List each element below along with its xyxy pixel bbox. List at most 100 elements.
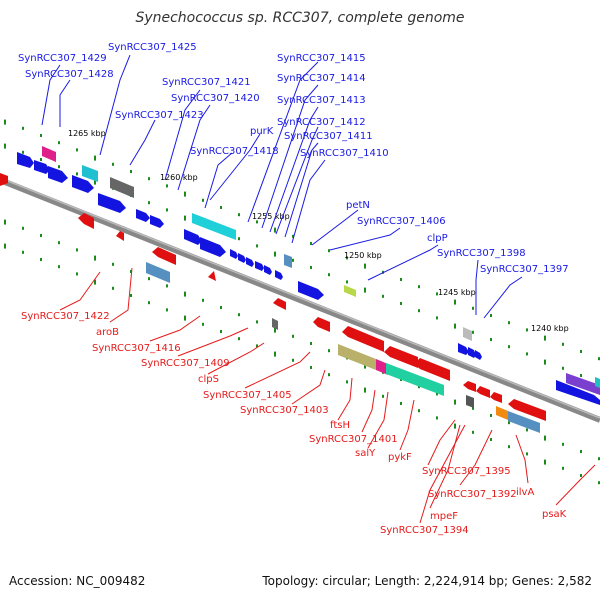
bottom-leader-lines — [59, 267, 596, 524]
gene-arrow — [255, 261, 264, 271]
scale-label: 1265 kbp — [68, 129, 106, 138]
gene-arrow — [184, 229, 202, 245]
tick-mark — [202, 322, 204, 326]
tick-mark — [112, 162, 114, 166]
tick-mark — [274, 327, 276, 333]
tick-mark — [256, 344, 258, 348]
top-gene-labels: SynRCC307_1429 SynRCC307_1428 SynRCC307_… — [18, 42, 569, 275]
gene-arrow — [98, 193, 126, 213]
tick-mark — [292, 334, 294, 338]
tick-mark — [526, 352, 528, 356]
gene-label: SynRCC307_1403 — [240, 405, 329, 416]
gene-label: clpP — [427, 233, 448, 244]
tick-mark — [490, 438, 492, 441]
tick-mark — [22, 250, 24, 254]
tick-mark — [598, 357, 600, 361]
tick-mark — [22, 126, 24, 130]
tick-mark — [184, 315, 186, 321]
tick-mark — [58, 265, 60, 269]
scale-label: 1245 kbp — [438, 288, 476, 297]
tick-mark — [76, 248, 78, 252]
tick-mark — [148, 177, 150, 181]
tick-mark — [274, 227, 276, 233]
gene-label: SynRCC307_1421 — [162, 77, 251, 88]
tick-mark — [292, 358, 294, 362]
tick-mark — [310, 342, 312, 345]
scale-label: 1240 kbp — [531, 324, 569, 333]
tick-mark — [220, 206, 222, 209]
tick-rows — [4, 119, 600, 485]
tick-mark — [472, 330, 474, 334]
gene-label: SynRCC307_1414 — [277, 73, 366, 84]
tick-mark — [166, 308, 168, 312]
tick-mark — [562, 466, 564, 470]
colored-boxes — [42, 146, 472, 341]
gene-arrow — [136, 209, 150, 222]
tick-mark — [364, 287, 366, 293]
gene-label: SynRCC307_1410 — [300, 148, 389, 159]
tick-mark — [346, 380, 348, 384]
gene-arrow — [150, 215, 164, 228]
gene-arrow — [48, 166, 68, 183]
gene-arrow — [34, 160, 50, 174]
tick-mark — [508, 321, 510, 325]
tick-mark — [400, 402, 402, 405]
tick-mark — [580, 374, 582, 377]
gene-label: SynRCC307_1398 — [437, 248, 526, 259]
gene-label: SynRCC307_1422 — [21, 311, 110, 322]
gene-arrow — [556, 380, 600, 405]
tick-mark — [364, 363, 366, 369]
gene-arrow — [275, 270, 283, 280]
tick-mark — [364, 263, 366, 269]
gene-arrow — [468, 347, 476, 358]
tick-mark — [490, 338, 492, 341]
tick-mark — [310, 366, 312, 369]
gene-label: psaK — [542, 509, 567, 520]
tick-mark — [508, 345, 510, 349]
gene-arrow — [72, 175, 94, 193]
tick-mark — [562, 342, 564, 346]
gene-label: clpS — [198, 374, 219, 385]
tick-mark — [292, 258, 294, 262]
gene-label: SynRCC307_1411 — [284, 131, 373, 142]
tick-mark — [112, 262, 114, 266]
map-title: Synechococcus sp. RCC307, complete genom… — [135, 10, 465, 26]
tick-mark — [490, 414, 492, 417]
tick-mark — [544, 335, 546, 341]
tick-mark — [76, 272, 78, 276]
tick-mark — [220, 330, 222, 333]
tick-mark — [400, 278, 402, 281]
tick-mark — [256, 220, 258, 224]
tick-mark — [454, 423, 456, 429]
gene-label: SynRCC307_1412 — [277, 117, 366, 128]
gene-label: salY — [355, 448, 376, 459]
tick-mark — [562, 366, 564, 370]
tick-mark — [130, 294, 132, 297]
tick-mark — [310, 266, 312, 269]
gene-arrow — [0, 173, 8, 186]
gene-label: aroB — [96, 327, 119, 338]
gene-label: SynRCC307_1409 — [141, 358, 230, 369]
tick-mark — [544, 459, 546, 465]
tick-mark — [598, 481, 600, 485]
tick-mark — [4, 119, 6, 125]
tick-mark — [418, 285, 420, 289]
tick-mark — [598, 457, 600, 461]
tick-mark — [328, 273, 330, 277]
tick-mark — [166, 284, 168, 288]
tick-mark — [130, 270, 132, 273]
gene-label: SynRCC307_1405 — [203, 390, 292, 401]
tick-mark — [382, 294, 384, 298]
tick-mark — [274, 251, 276, 257]
gene-arrow — [238, 253, 246, 263]
genome-backbone — [0, 177, 600, 423]
tick-mark — [130, 170, 132, 173]
tick-mark — [22, 150, 24, 154]
tick-mark — [184, 191, 186, 197]
tick-mark — [364, 387, 366, 393]
gene-label: SynRCC307_1392 — [428, 489, 517, 500]
accession-text: Accession: NC_009482 — [9, 574, 146, 588]
tick-mark — [202, 298, 204, 302]
scale-label: 1255 kbp — [252, 212, 290, 221]
